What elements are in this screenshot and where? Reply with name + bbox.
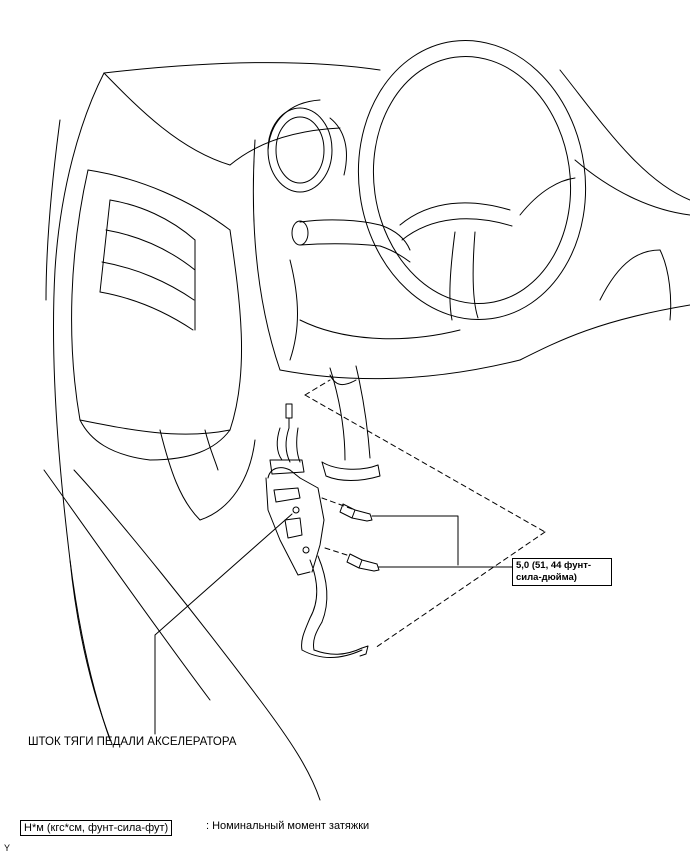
lower-panel: [159, 429, 256, 521]
part-label: ШТОК ТЯГИ ПЕДАЛИ АКСЕЛЕРАТОРА: [28, 736, 237, 748]
dashboard: [71, 62, 690, 461]
torque-leader: [371, 515, 513, 568]
bolt-upper: [339, 503, 373, 522]
torque-line-1: 5,0 (51, 44 фунт-: [516, 560, 592, 571]
steering-wheel: [357, 39, 587, 321]
door-frame: [43, 72, 321, 801]
dashed-guides: [304, 379, 546, 649]
part-leader: [154, 513, 293, 735]
instrument-cluster: [267, 99, 347, 193]
air-vent: [99, 199, 196, 331]
legend-description: : Номинальный момент затяжки: [206, 820, 370, 832]
torque-callout: 5,0 (51, 44 фунт- сила-дюйма): [512, 558, 612, 586]
bolt-lower: [346, 553, 380, 572]
legend-units-box: Н*м (кгс*см, фунт-сила-фут): [20, 820, 173, 836]
corner-mark: Y: [4, 843, 11, 853]
wire-connector: [269, 403, 305, 475]
accelerator-pedal-assembly: [265, 467, 369, 658]
brake-pedal: [321, 365, 381, 481]
torque-line-2: сила-дюйма): [516, 572, 577, 583]
